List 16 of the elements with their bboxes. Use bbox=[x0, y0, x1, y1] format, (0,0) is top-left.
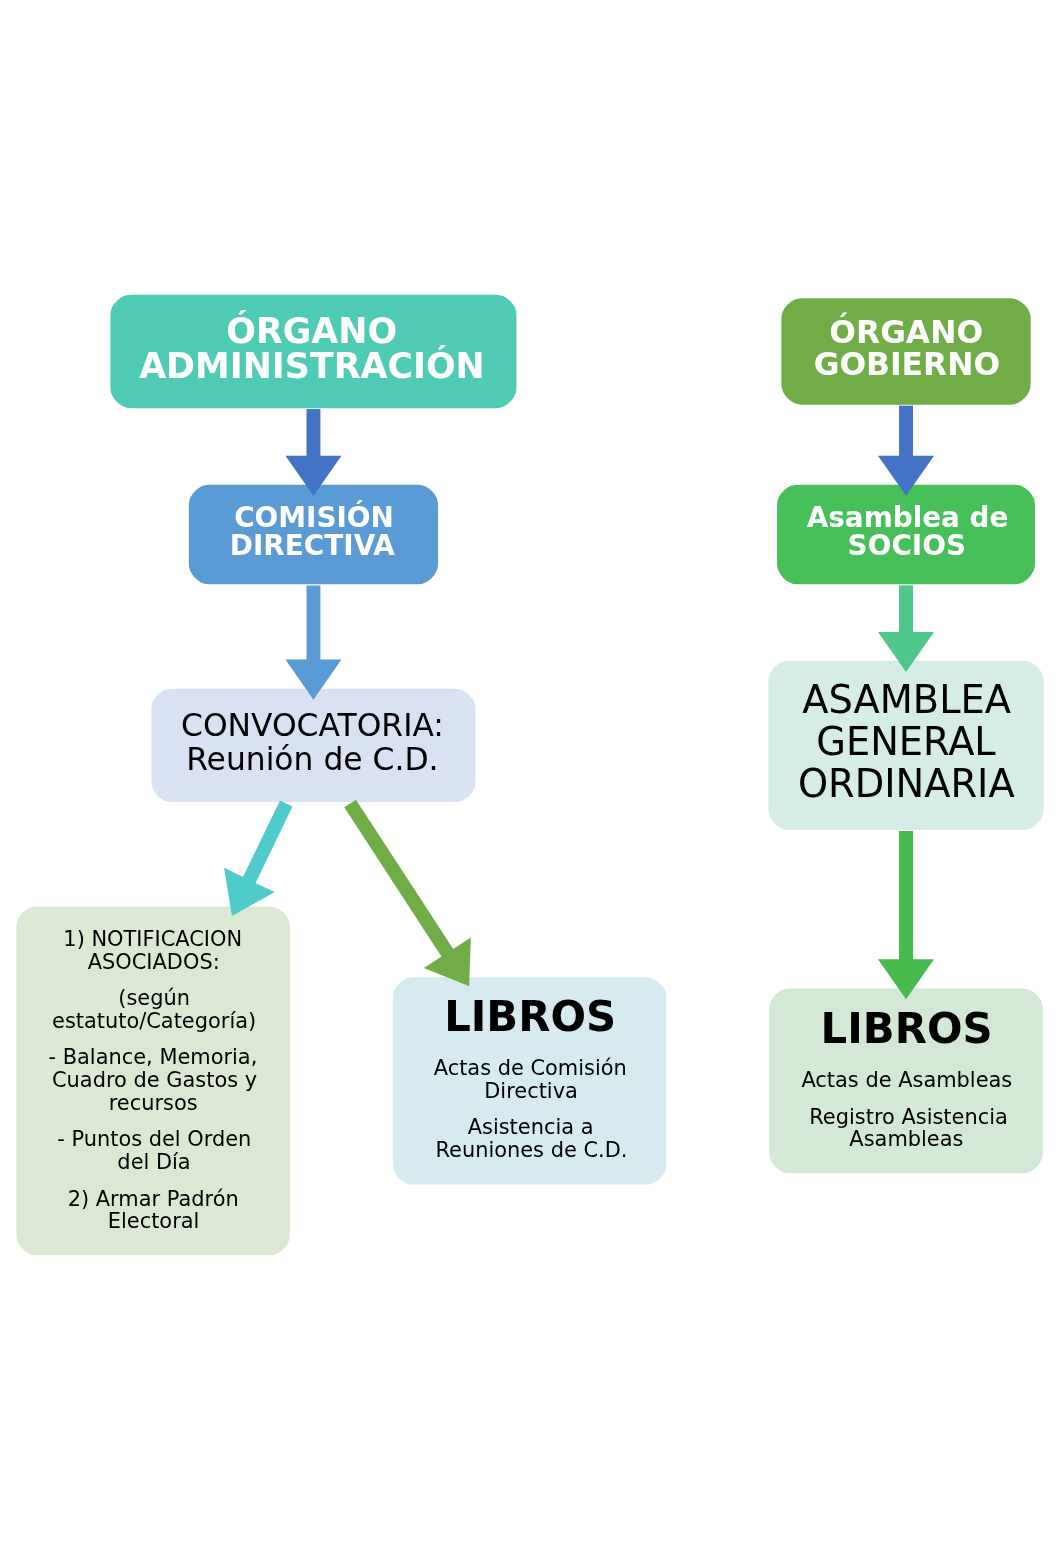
arrow bbox=[224, 799, 293, 916]
arrow bbox=[285, 584, 342, 700]
node-box: ÓRGANO ADMINISTRACIÓN bbox=[108, 292, 519, 410]
node-box: 1) NOTIFICACION ASOCIADOS: (según estatuto/Categoría) - Balance, Memoria, Cuadro de Gastos y recursos - Puntos del Orden del Día 2) Armar Padrón Electoral bbox=[14, 904, 292, 1257]
arrow bbox=[878, 405, 935, 496]
node-box: COMISIÓN DIRECTIVA bbox=[187, 482, 440, 586]
arrow bbox=[285, 408, 342, 496]
node-box: Asamblea de SOCIOS bbox=[775, 482, 1037, 586]
node-box: ASAMBLEA GENERAL ORDINARIA bbox=[766, 658, 1046, 832]
node-box: LIBROS Actas de Comisión Directiva Asistencia a Reuniones de C.D. bbox=[391, 974, 669, 1186]
node-box: LIBROS Actas de Asambleas Registro Asistencia Asambleas bbox=[767, 986, 1045, 1175]
node-box: ÓRGANO GOBIERNO bbox=[779, 296, 1033, 406]
node-box: CONVOCATORIA: Reunión de C.D. bbox=[149, 686, 478, 804]
arrow bbox=[878, 830, 935, 999]
arrow bbox=[344, 799, 471, 986]
arrow bbox=[878, 584, 935, 672]
